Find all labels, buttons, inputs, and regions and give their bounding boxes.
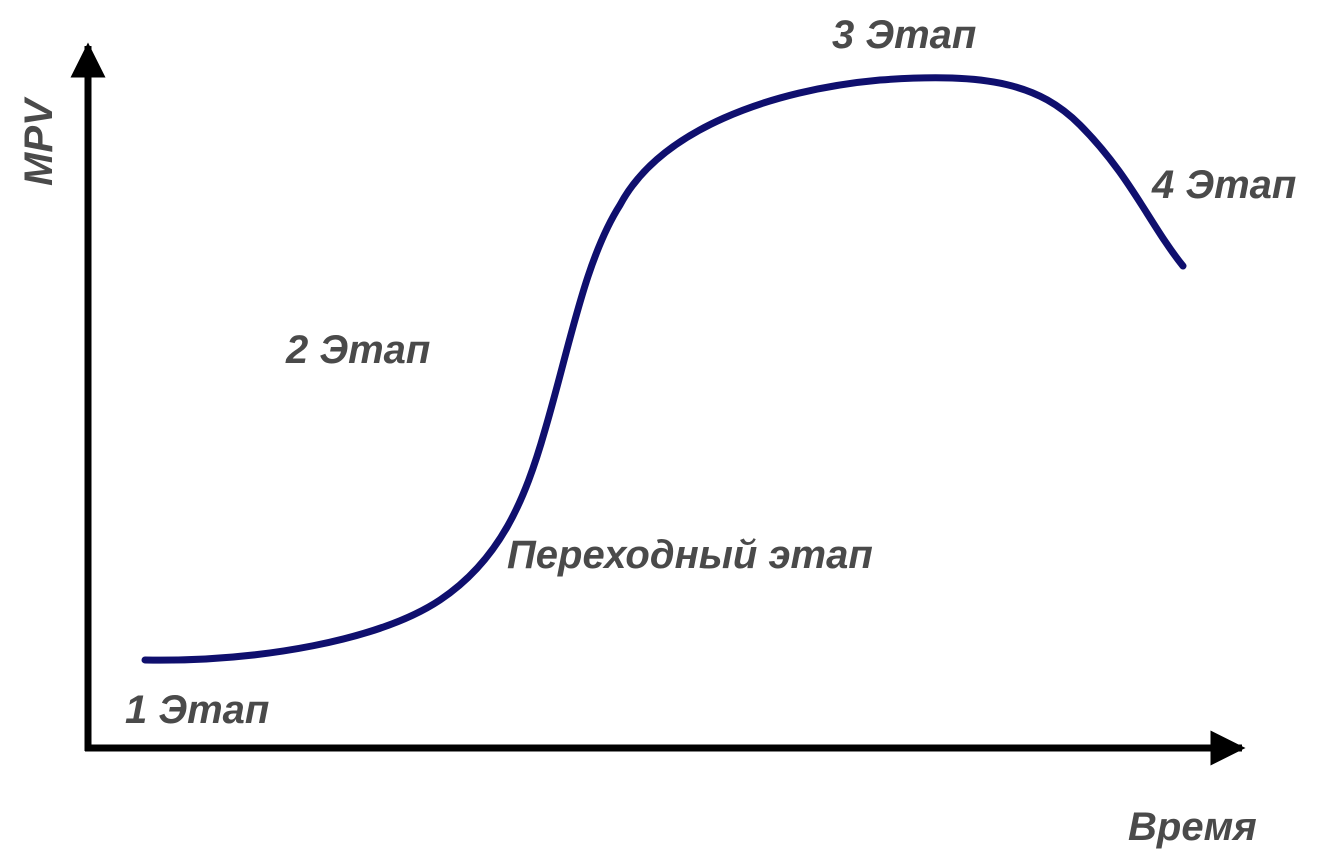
stage-2-label: 2 Этап <box>285 328 430 372</box>
stage-1-label: 1 Этап <box>125 688 269 732</box>
stage-4-label: 4 Этап <box>1151 163 1296 207</box>
transition-stage-label: Переходный этап <box>507 533 873 577</box>
y-axis-label: MPV <box>17 96 61 186</box>
mpv-curve <box>141 74 1187 664</box>
x-axis-label: Время <box>1128 805 1257 849</box>
stage-3-label: 3 Этап <box>832 13 976 57</box>
